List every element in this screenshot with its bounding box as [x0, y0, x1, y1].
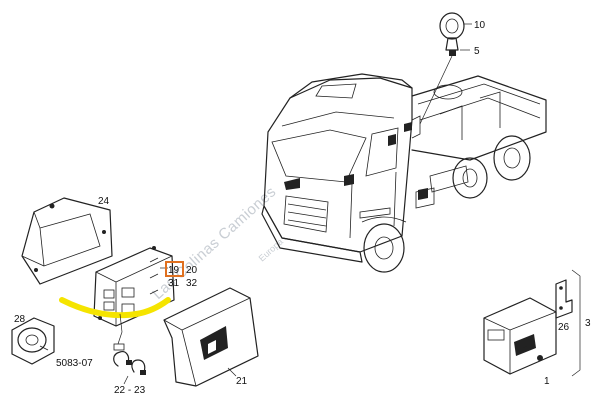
callout-5: 5: [474, 46, 480, 57]
callout-19: 19: [168, 265, 180, 276]
callout-labels: 10 5 24 19 20 31 32 28 5083-07 22 - 23 2…: [14, 20, 591, 396]
callout-10: 10: [474, 20, 486, 31]
callout-32: 32: [186, 278, 198, 289]
watermark-subtext: Europa: [257, 237, 285, 264]
part-module: [483, 297, 557, 375]
part-wire: [113, 313, 125, 351]
part-beacon: [419, 12, 472, 125]
part-relay: [11, 317, 55, 365]
bracket-line-3: [571, 269, 581, 377]
callout-22-23: 22 - 23: [114, 385, 146, 396]
truck-illustration: [261, 73, 547, 273]
callout-21: 21: [236, 376, 248, 387]
part-small-bracket: [555, 279, 573, 319]
callout-1: 1: [544, 376, 550, 387]
highlight-band: [59, 297, 171, 319]
part-clips: [113, 351, 146, 385]
callout-26: 26: [558, 322, 570, 333]
highlight-box-19: [165, 261, 184, 277]
callout-28: 28: [14, 314, 26, 325]
callout-31: 31: [168, 278, 180, 289]
part-control-unit: [93, 246, 175, 327]
callout-20: 20: [186, 265, 198, 276]
part-cover: [163, 287, 259, 387]
callout-24: 24: [98, 196, 110, 207]
callout-5083-07: 5083-07: [56, 358, 93, 369]
part-bracket-plate: [21, 197, 113, 285]
callout-3: 3: [585, 318, 591, 329]
